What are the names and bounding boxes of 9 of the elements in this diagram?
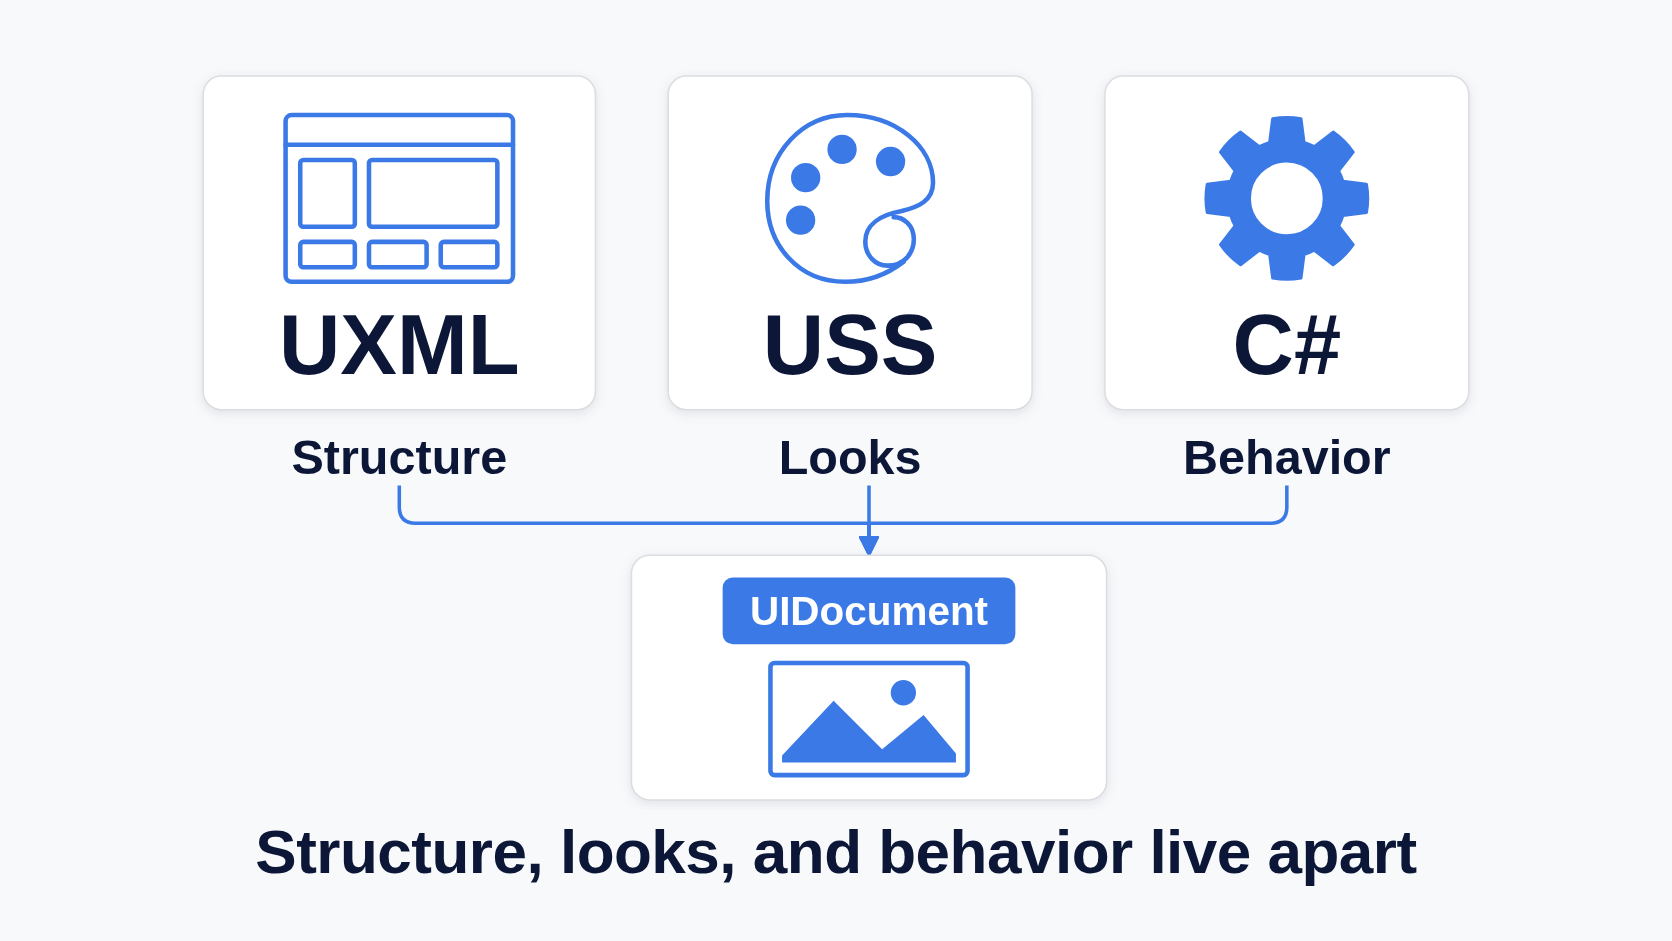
- node-box: USS: [667, 75, 1033, 411]
- caption: Structure, looks, and behavior live apart: [254, 816, 1418, 888]
- node-box: C#: [1104, 75, 1470, 411]
- node-box: UXML: [202, 75, 597, 411]
- arrow: [858, 485, 1289, 557]
- card-caption: Behavior: [1183, 430, 1391, 485]
- card-caption: Looks: [778, 430, 922, 485]
- node-box: UIDocument: [630, 554, 1108, 801]
- card-caption: Structure: [291, 430, 508, 485]
